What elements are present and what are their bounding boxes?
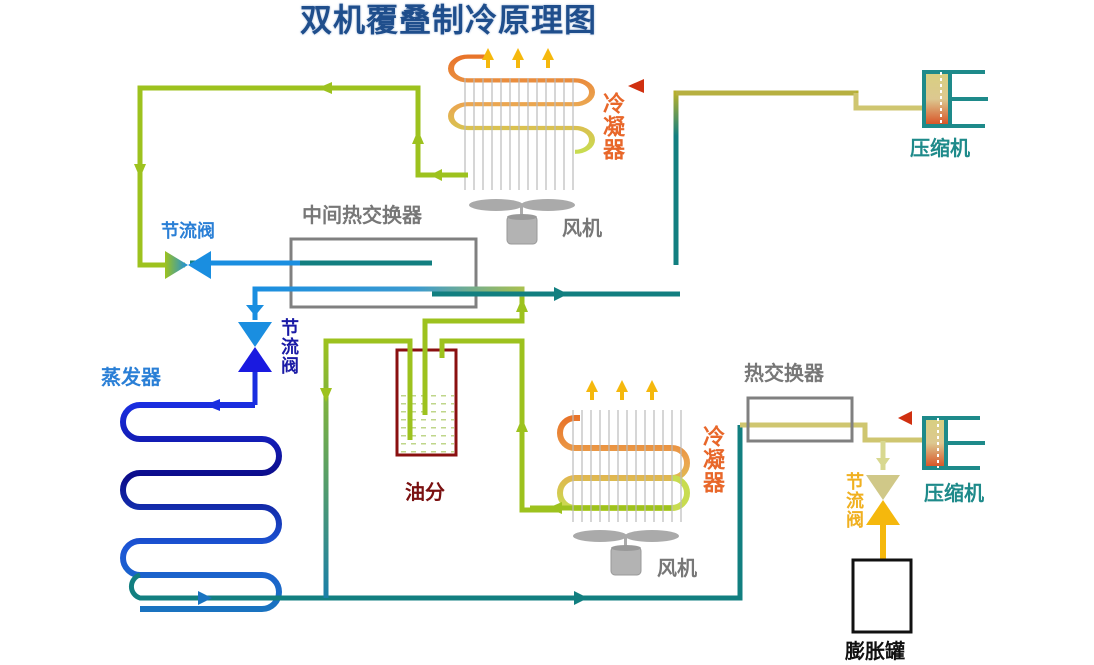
upper-compressor-icon <box>922 70 988 128</box>
evaporator-label: 蒸发器 <box>101 365 161 389</box>
evaporator-coil <box>120 399 282 612</box>
diagram-title: 双机覆叠制冷原理图 <box>300 1 598 39</box>
intermediate-hx-label: 中间热交换器 <box>302 203 422 227</box>
upper-condenser-fins <box>464 78 574 190</box>
lower-discharge-line <box>580 411 925 425</box>
oil-separator-label: 油分 <box>405 480 445 504</box>
lower-condenser-fins <box>572 410 682 522</box>
throttle-middle-label: 节流阀 <box>278 318 299 375</box>
throttle-valve-upper-left-icon <box>165 251 211 279</box>
oil-separator <box>395 297 560 513</box>
lower-condenser-label: 冷凝器 <box>699 425 724 494</box>
lower-fan-label: 风机 <box>657 556 697 580</box>
upper-fan-label: 风机 <box>562 216 602 240</box>
throttle-right-label: 节流阀 <box>843 472 864 529</box>
throttle-valve-right-icon <box>866 441 900 565</box>
lower-compressor-icon <box>922 416 985 470</box>
evaporator-outlet-line <box>129 425 743 605</box>
upper-suction-line <box>673 90 925 265</box>
upper-condenser-coil <box>448 54 595 154</box>
intermediate-heat-exchanger <box>289 237 478 309</box>
heat-exchanger <box>746 396 854 443</box>
heat-exchanger-label: 热交换器 <box>744 361 824 385</box>
lower-compressor-label: 压缩机 <box>924 481 984 505</box>
upper-condenser-label: 冷凝器 <box>599 92 624 161</box>
expansion-tank <box>851 558 913 634</box>
upper-liquid-line <box>134 82 468 268</box>
throttle-valve-middle-icon <box>238 305 272 405</box>
expansion-tank-label: 膨胀罐 <box>845 639 905 663</box>
upper-discharge-line <box>490 79 925 93</box>
lower-condenser-coil <box>530 415 690 514</box>
upper-heat-arrows-icon <box>482 48 554 68</box>
lower-suction-line <box>740 422 925 443</box>
hx-outlet-teal-line <box>432 287 680 301</box>
throttle-upper-left-label: 节流阀 <box>161 221 215 242</box>
upper-compressor-label: 压缩机 <box>910 136 970 160</box>
upper-fan-icon <box>469 199 575 245</box>
lower-fan-icon <box>573 530 679 576</box>
lower-heat-arrows-icon <box>586 380 658 400</box>
flow-arrow-icon <box>628 79 644 93</box>
